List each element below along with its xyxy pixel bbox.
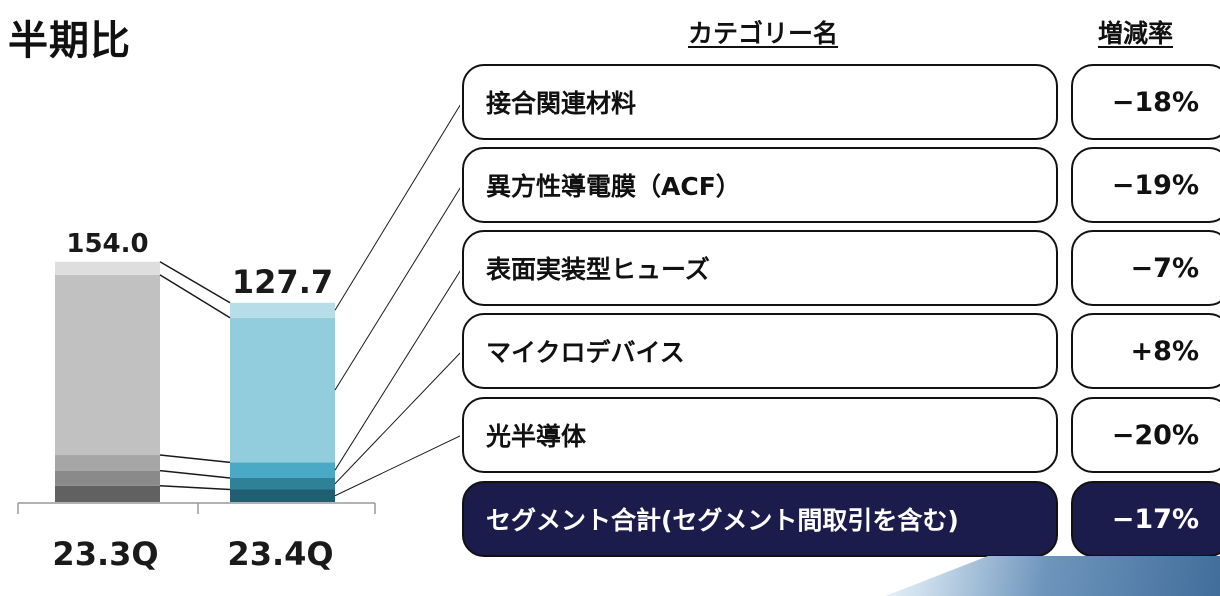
- page-title: 半期比: [8, 18, 131, 64]
- rate-row-optical-semiconductor: −20%: [1071, 397, 1220, 473]
- connector-line-2: [159, 454, 231, 464]
- leader-line-4: [334, 104, 460, 311]
- stacked-bar-chart: 23.3Q 23.4Q 154.0 127.7: [17, 104, 460, 573]
- category-row-micro-device: マイクロデバイス: [462, 313, 1058, 389]
- connector-line-3: [159, 274, 231, 319]
- bar-segment-23.4Q-0: [230, 489, 335, 502]
- rate-column-header: 増減率: [1098, 19, 1174, 48]
- bar-segment-23.3Q-3: [55, 274, 160, 456]
- leader-line-1: [334, 352, 460, 485]
- x-tick-label-23.3Q: 23.3Q: [52, 535, 158, 573]
- leader-line-2: [334, 270, 460, 471]
- category-row-acf: 異方性導電膜（ACF）: [462, 147, 1058, 223]
- connector-line-4: [159, 261, 231, 304]
- bar-segment-23.3Q-0: [55, 485, 160, 502]
- category-column-header: カテゴリー名: [688, 19, 839, 48]
- category-row-smd-fuse: 表面実装型ヒューズ: [462, 230, 1058, 306]
- bar-segment-23.3Q-4: [55, 261, 160, 275]
- decorative-corner-graphic: [885, 556, 1220, 596]
- rate-row-bonding-materials: −18%: [1071, 64, 1220, 140]
- total-label-23.3Q: 154.0: [66, 229, 148, 259]
- rate-row-smd-fuse: −7%: [1071, 230, 1220, 306]
- bar-segment-23.4Q-1: [230, 477, 335, 490]
- bar-segment-23.4Q-3: [230, 317, 335, 463]
- leader-line-0: [334, 435, 460, 497]
- rate-row-segment-total: −17%: [1071, 481, 1220, 557]
- rate-row-micro-device: +8%: [1071, 313, 1220, 389]
- category-row-optical-semiconductor: 光半導体: [462, 397, 1058, 473]
- bar-segment-23.3Q-2: [55, 455, 160, 471]
- bar-segment-23.3Q-1: [55, 470, 160, 486]
- total-label-23.4Q: 127.7: [232, 263, 333, 301]
- leader-line-3: [334, 187, 460, 391]
- bar-segment-23.4Q-2: [230, 462, 335, 478]
- rate-row-acf: −19%: [1071, 147, 1220, 223]
- bar-segment-23.4Q-4: [230, 302, 335, 318]
- x-tick-label-23.4Q: 23.4Q: [227, 535, 333, 573]
- category-row-bonding-materials: 接合関連材料: [462, 64, 1058, 140]
- category-row-segment-total: セグメント合計(セグメント間取引を含む): [462, 481, 1058, 557]
- connector-line-1: [159, 469, 231, 479]
- connector-line-0: [159, 485, 231, 491]
